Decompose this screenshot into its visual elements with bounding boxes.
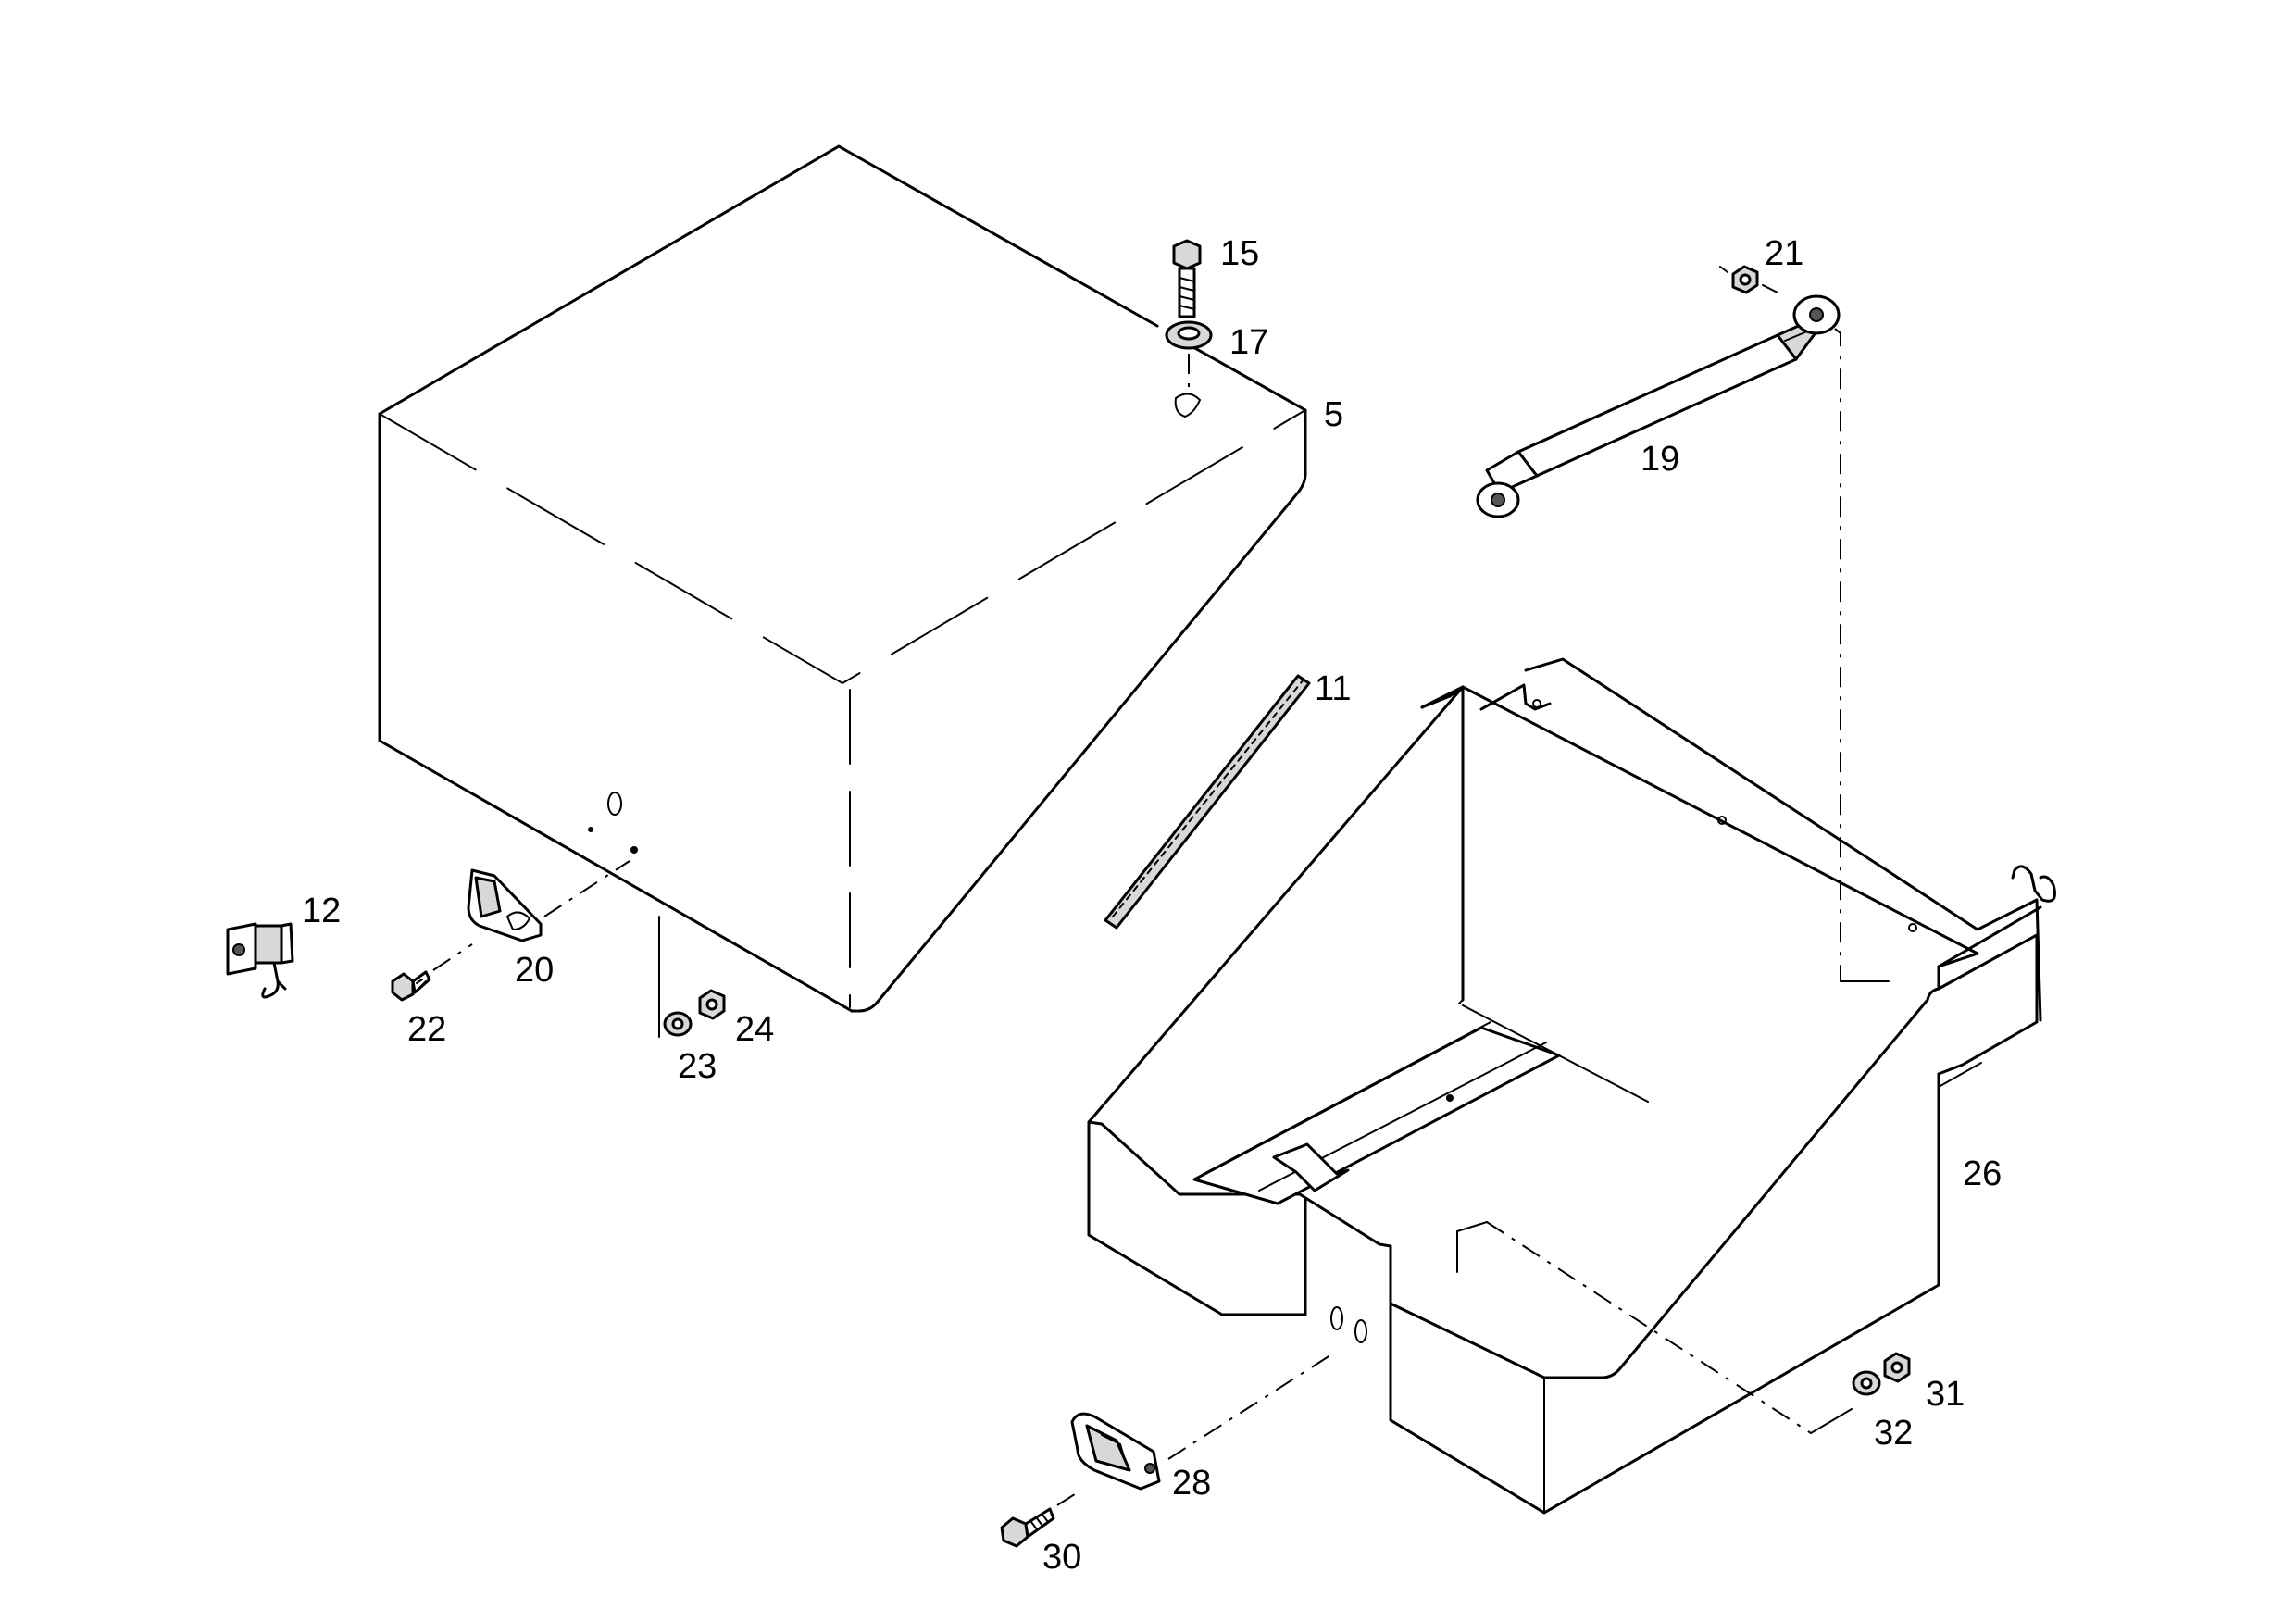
part-31-nut <box>1883 1352 1911 1383</box>
part-30-bolt <box>1000 1491 1079 1548</box>
part-12-latch <box>226 922 294 999</box>
callout-30: 30 <box>1042 1538 1081 1577</box>
part-5-cover <box>378 144 1307 1013</box>
callout-labels: 5 11 12 15 17 19 20 21 22 23 24 26 28 30… <box>302 234 2002 1577</box>
callout-31: 31 <box>1926 1375 1965 1414</box>
part-23-washer <box>658 916 693 1038</box>
part-20-bracket <box>467 860 630 942</box>
part-19-gas-strut <box>1476 294 1890 982</box>
callout-23: 23 <box>678 1047 717 1086</box>
callout-26: 26 <box>1963 1154 2002 1193</box>
part-21-nut <box>1719 265 1778 294</box>
callout-22: 22 <box>407 1010 446 1049</box>
callout-21: 21 <box>1765 234 1803 273</box>
callout-17: 17 <box>1229 323 1268 362</box>
part-24-nut <box>698 989 726 1020</box>
callout-12: 12 <box>302 892 341 930</box>
callout-11: 11 <box>1315 669 1351 708</box>
part-26-box <box>1087 657 2056 1515</box>
part-28-bracket <box>1070 1353 1334 1491</box>
part-11-seal-strip <box>1104 674 1311 930</box>
callout-24: 24 <box>735 1010 774 1049</box>
callout-5: 5 <box>1324 395 1343 434</box>
part-15-bolt <box>1172 239 1202 318</box>
callout-28: 28 <box>1172 1464 1211 1503</box>
callout-20: 20 <box>515 951 554 990</box>
callout-32: 32 <box>1874 1414 1913 1453</box>
part-17-washer <box>1165 320 1213 418</box>
part-32-washer <box>1852 1370 1881 1396</box>
callout-19: 19 <box>1641 440 1679 479</box>
part-22-screw <box>391 943 473 1002</box>
callout-15: 15 <box>1220 234 1259 273</box>
